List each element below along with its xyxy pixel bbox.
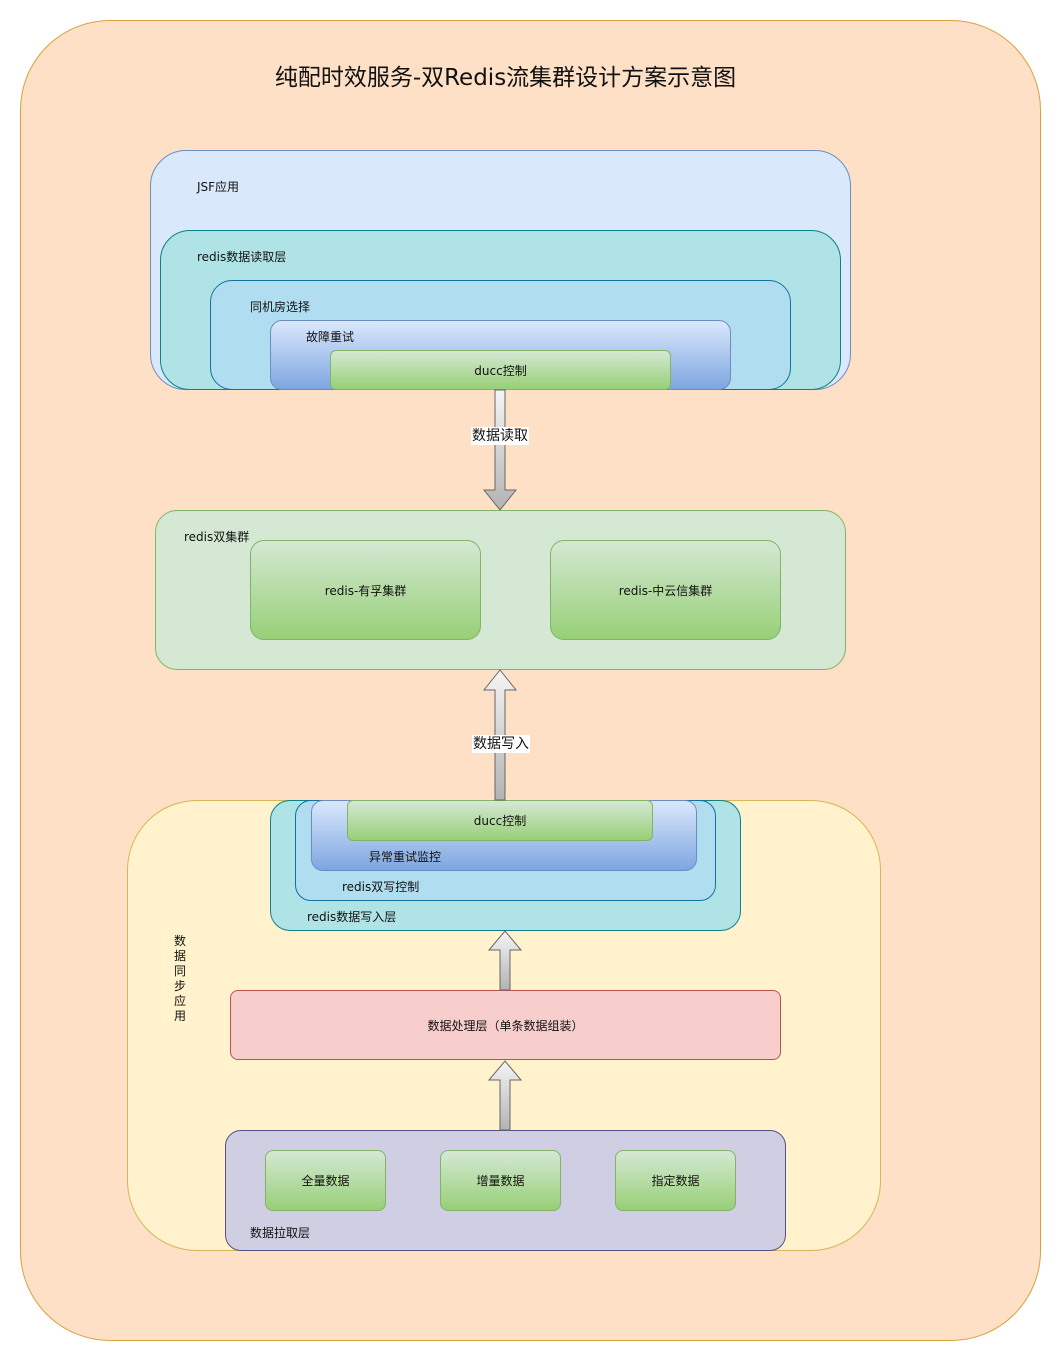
redis-cluster-youfu-label: redis-有孚集群: [324, 583, 407, 598]
incremental-data-label: 增量数据: [476, 1174, 525, 1188]
redis-cluster-zhongyunxin: redis-中云信集群: [550, 540, 781, 640]
diagram-title: 纯配时效服务-双Redis流集群设计方案示意图: [274, 65, 737, 91]
redis-cluster-youfu: redis-有孚集群: [250, 540, 481, 640]
ducc-control-read: ducc控制: [330, 350, 671, 390]
data-processing-layer: 数据处理层（单条数据组装）: [230, 990, 781, 1060]
redis-read-layer-label: redis数据读取层: [197, 250, 287, 264]
redis-cluster-zhongyunxin-label: redis-中云信集群: [618, 583, 713, 598]
process-to-write-arrow: [487, 930, 523, 991]
redis-write-layer-label: redis数据写入层: [307, 910, 397, 924]
incremental-data-source: 增量数据: [440, 1150, 561, 1211]
failover-label: 故障重试: [306, 330, 355, 344]
data-fetch-layer-label: 数据拉取层: [250, 1226, 311, 1240]
full-data-source: 全量数据: [265, 1150, 386, 1211]
full-data-label: 全量数据: [301, 1174, 350, 1188]
ducc-control-read-label: ducc控制: [474, 363, 527, 378]
read-arrow-label: 数据读取: [471, 427, 529, 445]
fetch-to-process-arrow: [487, 1060, 523, 1131]
data-processing-layer-label: 数据处理层（单条数据组装）: [427, 1018, 584, 1033]
redis-dual-write-label: redis双写控制: [342, 880, 420, 894]
jsf-app-label: JSF应用: [197, 180, 240, 194]
write-arrow-label: 数据写入: [472, 735, 530, 753]
exception-retry-monitor-label: 异常重试监控: [369, 850, 442, 864]
ducc-control-write-label: ducc控制: [473, 814, 527, 828]
specified-data-source: 指定数据: [615, 1150, 736, 1211]
data-sync-app-label: 数据同步应用: [173, 934, 186, 1023]
same-room-label: 同机房选择: [250, 300, 311, 314]
read-arrow: [482, 389, 518, 511]
redis-dual-cluster-label: redis双集群: [184, 530, 250, 544]
specified-data-label: 指定数据: [651, 1174, 700, 1188]
